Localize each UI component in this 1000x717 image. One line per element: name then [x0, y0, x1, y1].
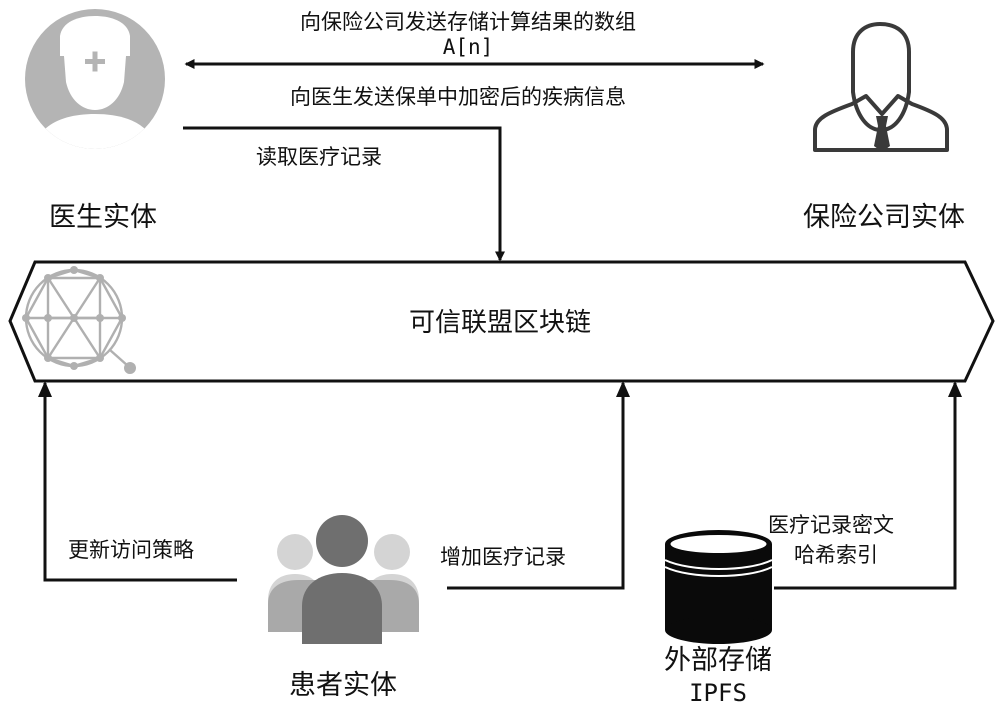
to-insurer-array-label: A[n]	[443, 35, 494, 59]
insurer-icon	[813, 22, 949, 152]
read-records-arrow	[183, 126, 505, 262]
blockchain-label: 可信联盟区块链	[409, 308, 591, 338]
blockchain-band	[8, 260, 995, 383]
hash-index-arrow	[774, 381, 962, 590]
storage-label: 外部存储	[664, 645, 772, 676]
database-icon	[664, 530, 773, 644]
insurer-label: 保险公司实体	[803, 202, 965, 233]
storage-ipfs-label: IPFS	[689, 679, 747, 707]
add-records-arrow	[447, 381, 630, 590]
hash-index-label-line2: 哈希索引	[794, 543, 878, 567]
read-records-label: 读取医疗记录	[256, 145, 382, 169]
update-policy-arrow	[38, 381, 237, 582]
patient-label: 患者实体	[289, 670, 397, 701]
doctor-label: 医生实体	[49, 202, 157, 233]
doctor-icon	[25, 9, 165, 149]
to-doctor-label: 向医生发送保单中加密后的疾病信息	[290, 85, 626, 109]
patients-icon	[268, 515, 419, 644]
to-insurer-label: 向保险公司发送存储计算结果的数组	[300, 10, 636, 34]
network-sphere-icon	[22, 266, 136, 374]
hash-index-label-line1: 医疗记录密文	[768, 513, 894, 537]
update-policy-label: 更新访问策略	[68, 538, 194, 562]
add-records-label: 增加医疗记录	[440, 545, 566, 569]
